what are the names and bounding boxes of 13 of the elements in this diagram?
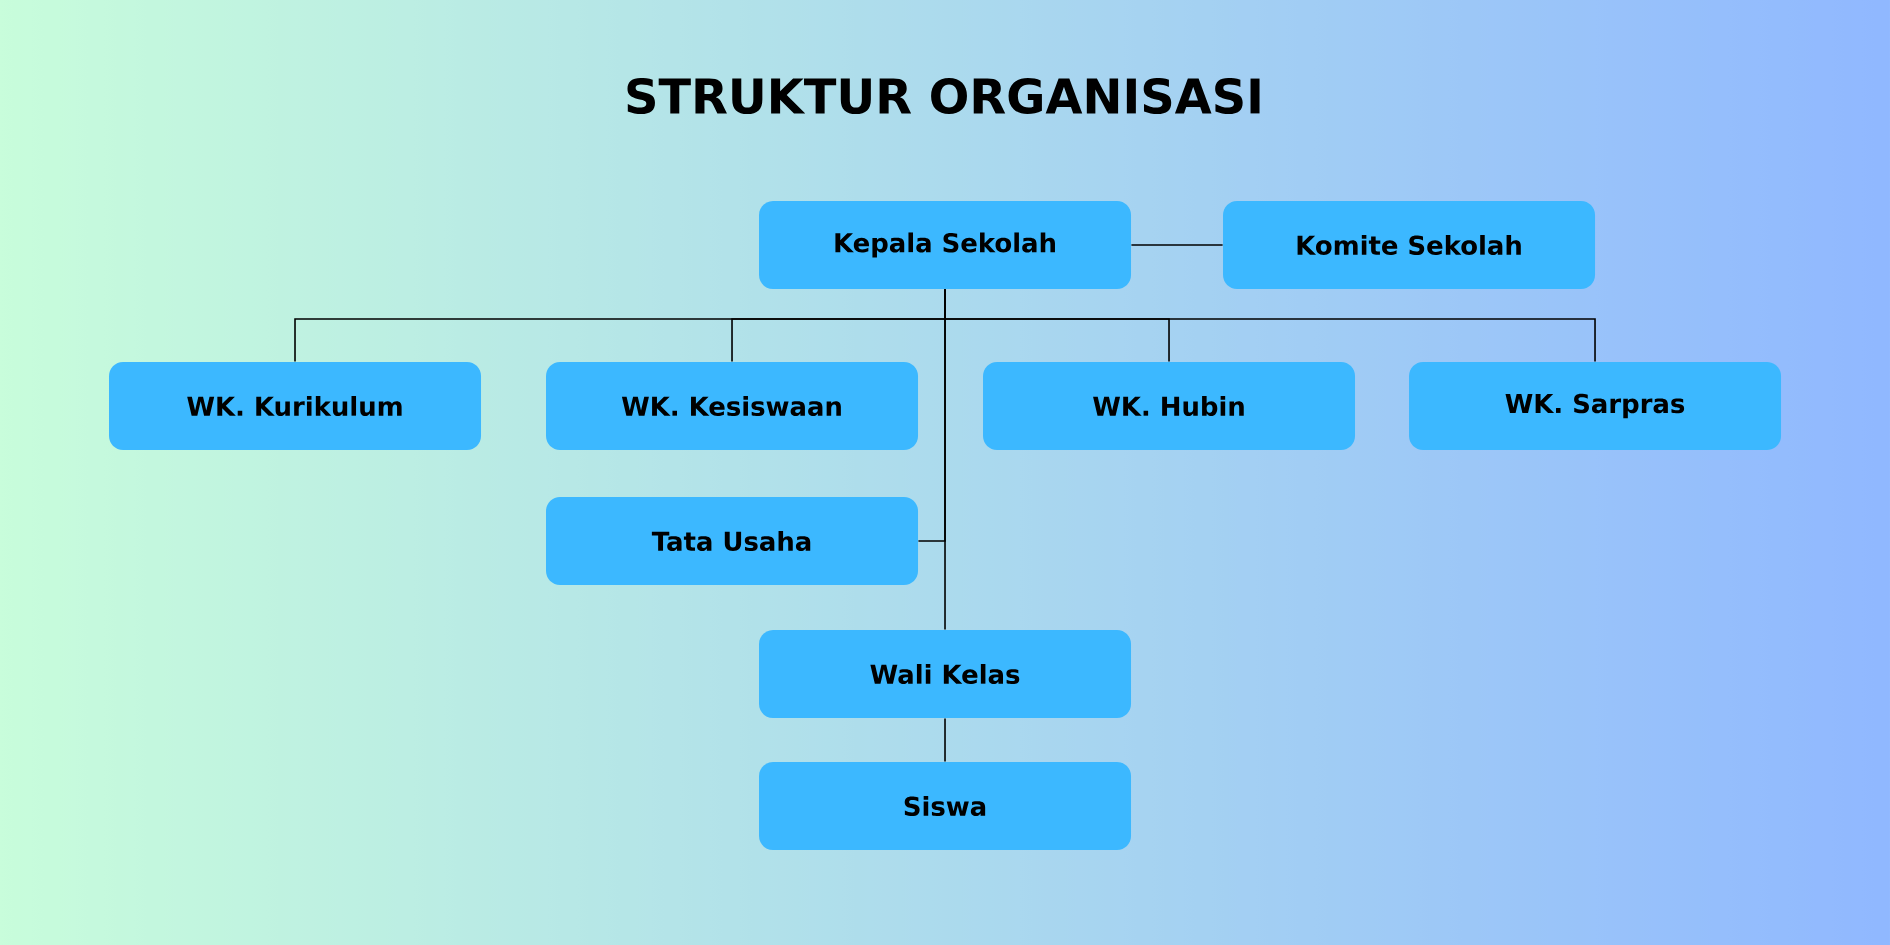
connector-line — [1130, 244, 1224, 246]
title: STRUKTUR ORGANISASI — [627, 77, 1260, 115]
org-box: Kepala Sekolah — [759, 201, 1132, 289]
org-box: WK. Kesiswaan — [546, 362, 918, 450]
connector-line — [944, 288, 946, 631]
org-box: WK. Hubin — [983, 362, 1355, 450]
org-box: Siswa — [759, 762, 1132, 850]
org-box: Wali Kelas — [759, 630, 1132, 718]
org-box: WK. Kurikulum — [109, 362, 481, 450]
org-box: Komite Sekolah — [1223, 201, 1596, 289]
connector-line — [944, 717, 946, 763]
org-box: Tata Usaha — [546, 497, 918, 585]
org-box: WK. Sarpras — [1409, 362, 1781, 450]
